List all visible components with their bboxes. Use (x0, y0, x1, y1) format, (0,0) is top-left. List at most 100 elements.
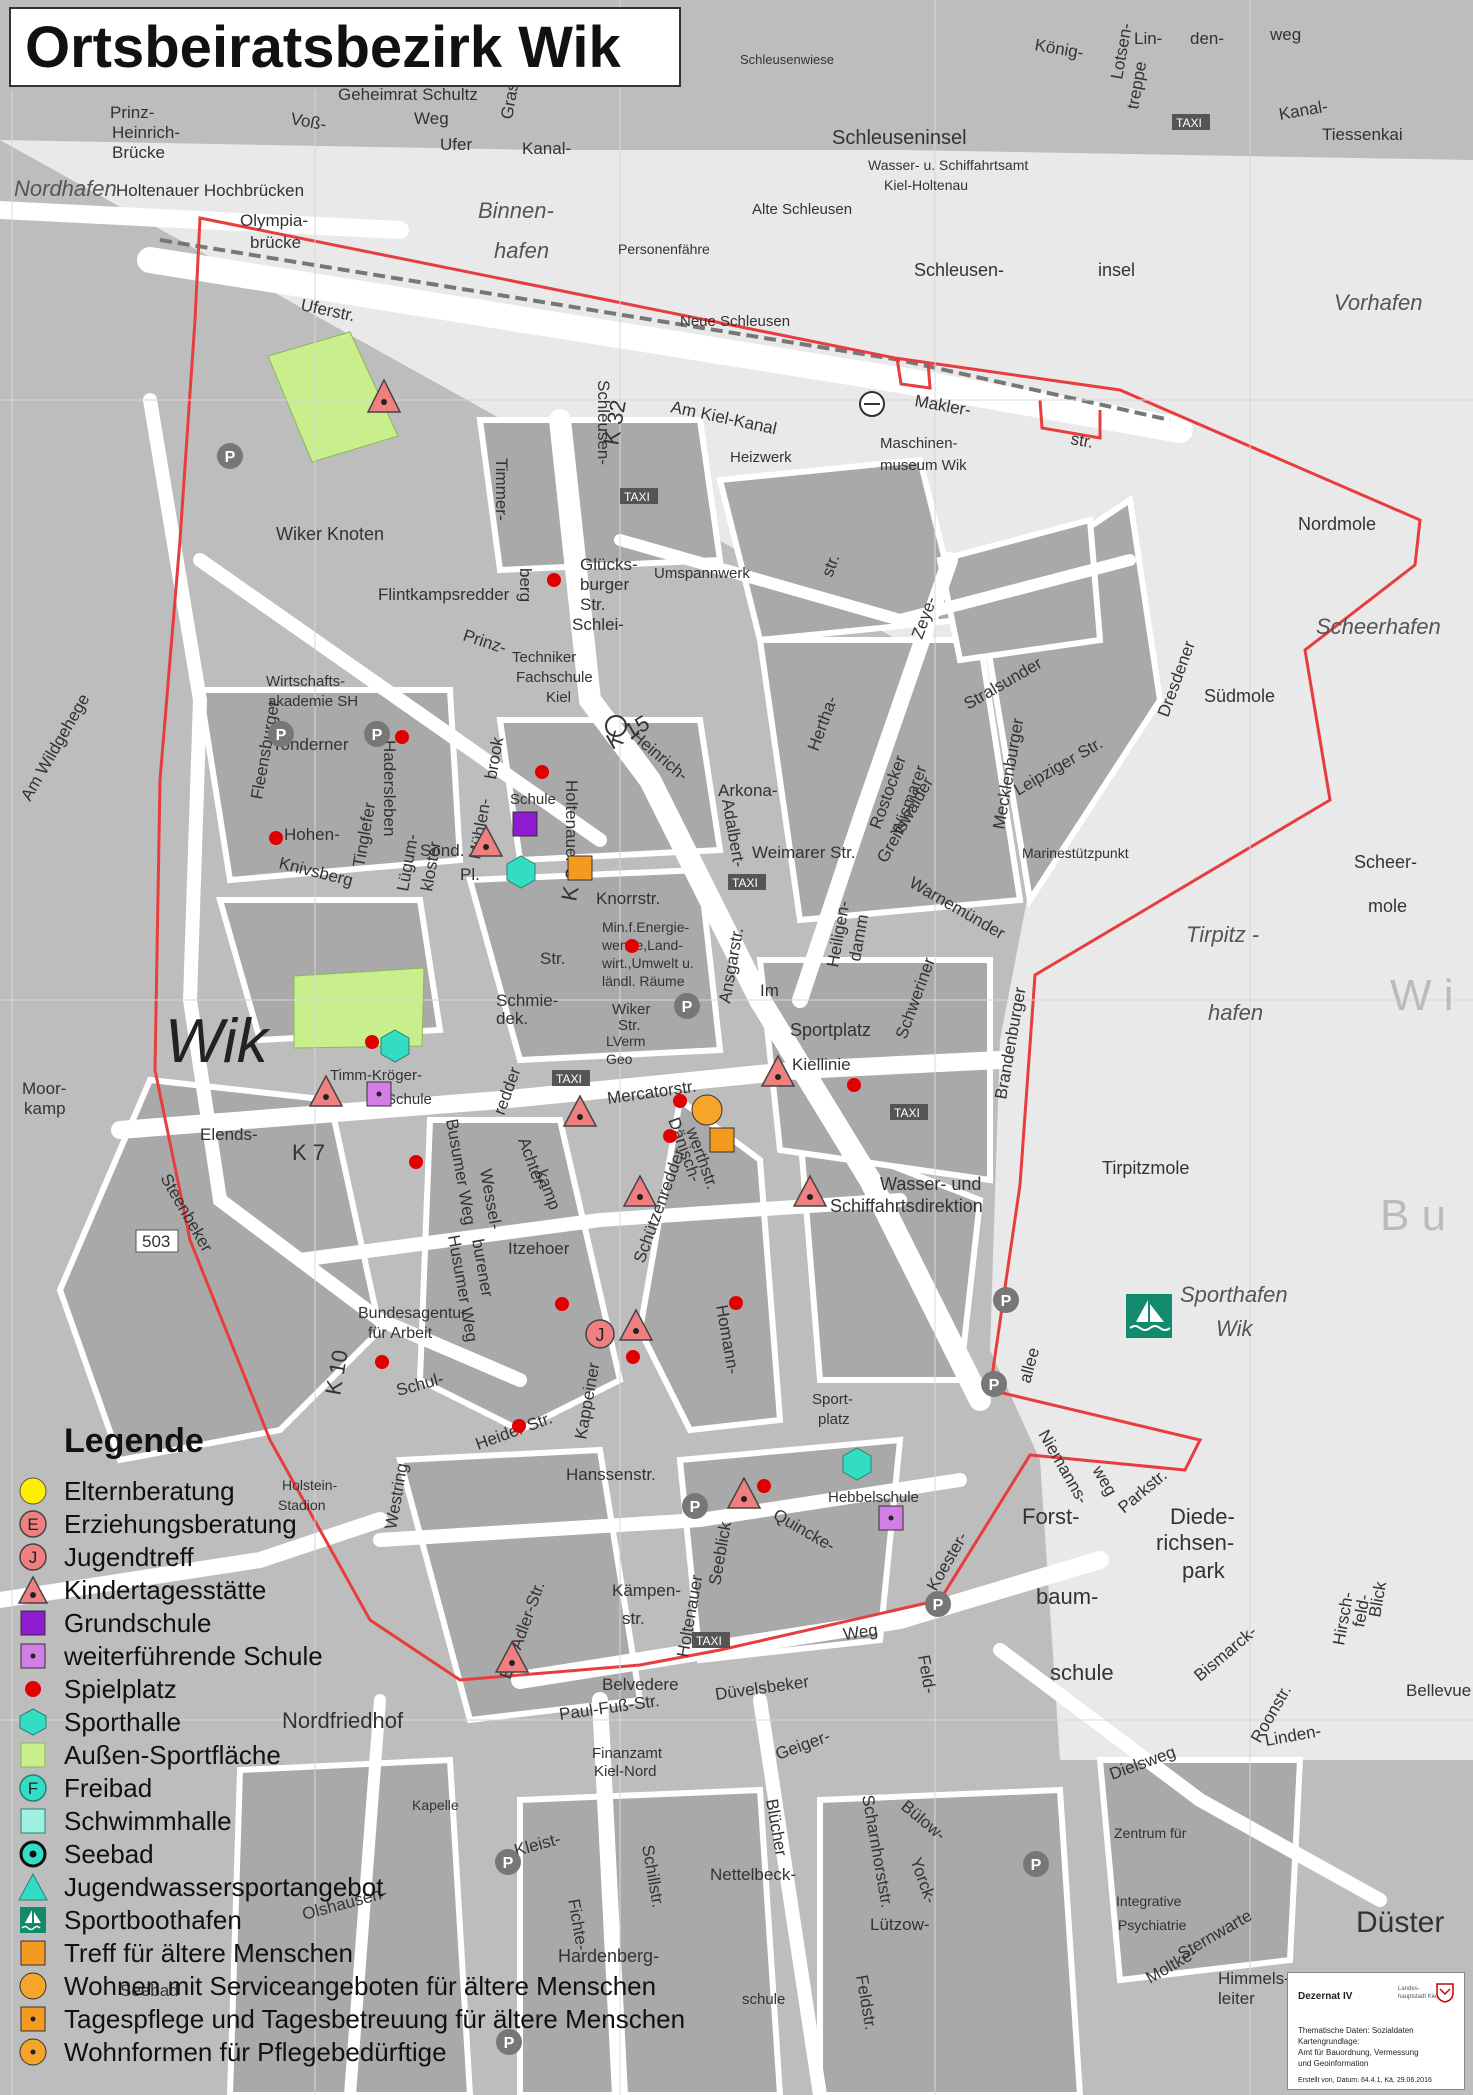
street-label: Sond. (420, 841, 464, 860)
street-label: Flintkampsredder (378, 585, 510, 604)
place-label: Zentrum für (1114, 1825, 1187, 1841)
street-label: Schleusenwiese (740, 52, 834, 67)
legend-item-elternberatung: Elternberatung (14, 1476, 774, 1506)
district-boundary-notch (895, 357, 1102, 440)
place-label: Heizwerk (730, 449, 792, 466)
kita-marker (366, 378, 402, 413)
street-label: weg (1269, 25, 1301, 44)
street-label: Weg (414, 109, 449, 128)
street-label: Arkona- (718, 781, 778, 800)
kita-marker (562, 1094, 598, 1127)
secondary-school-marker (878, 1505, 904, 1531)
street-label: brücke (250, 233, 301, 252)
legend-item-sporthalle: Sporthalle (14, 1707, 774, 1737)
legend-item-spielplatz: Spielplatz (14, 1674, 774, 1704)
legend-label: Grundschule (64, 1608, 212, 1638)
place-label: richsen- (1156, 1530, 1234, 1555)
playground-marker (375, 1355, 389, 1369)
place-label: akademie SH (268, 693, 358, 710)
place-label: Integrative (1116, 1893, 1182, 1909)
legend-item-sportboothafen: Sportboothafen (14, 1905, 774, 1935)
place-label: Schleuseninsel (832, 127, 967, 149)
place-label: Wasser- und (880, 1174, 981, 1194)
street-label: Nettelbeck- (710, 1865, 796, 1884)
place-label: Tirpitzmole (1102, 1158, 1189, 1178)
place-label: Nordmole (1298, 514, 1376, 534)
street-label: Heinrich- (112, 123, 180, 142)
place-label: Holstein- (282, 1477, 338, 1493)
kita-marker (494, 1640, 530, 1673)
kita-marker (726, 1476, 762, 1509)
legend-label: Tagespflege und Tagesbetreuung für älter… (64, 2004, 686, 2034)
place-label: Hebbelschule (828, 1489, 919, 1506)
parking-icon-glyph: P (1001, 1293, 1012, 1310)
parking-icon (682, 1493, 708, 1519)
water-label-nordhafen: Nordhafen (14, 176, 117, 201)
water-label-scheerhafen: Scheerhafen (1316, 614, 1441, 639)
taxi-badge (890, 1104, 928, 1120)
kita-marker (760, 1054, 796, 1087)
street-label: Schlei- (572, 615, 624, 634)
boat-icon (20, 1907, 46, 1933)
street-label: K 7 (292, 1140, 325, 1165)
legend-label: Seebad (64, 1839, 154, 1869)
street-label: burger (580, 575, 629, 594)
place-label: museum Wik (880, 457, 967, 474)
square-green-icon (20, 1742, 46, 1768)
parking-icon-glyph: P (690, 1499, 701, 1516)
credit-line: und Geoinformation (1298, 2059, 1369, 2068)
legend-label: Wohnformen für Pflegebedürftige (64, 2037, 447, 2067)
taxi-badge-label: TAXI (624, 490, 650, 504)
street-label: Ufer (440, 135, 472, 154)
legend-label: Sporthalle (64, 1707, 182, 1737)
legend-item-jugendwassersport: Jugendwassersportangebot (14, 1872, 774, 1902)
credit-box: Dezernat IV Landes- hauptstadt Kiel Them… (1287, 1972, 1465, 2090)
place-label: Stadion (278, 1497, 325, 1513)
place-label: Neue Schleusen (680, 313, 790, 330)
triangle-cyan-icon (18, 1872, 48, 1901)
place-label: Techniker (512, 649, 576, 666)
street-label: Wiker (612, 1001, 650, 1018)
place-label: park (1182, 1558, 1226, 1583)
primary-school-marker (512, 811, 538, 837)
street-label: Lützow- (870, 1915, 930, 1934)
playground-marker (409, 1155, 423, 1169)
legend-item-jugendtreff: J Jugendtreff (14, 1542, 774, 1572)
credit-title: Dezernat IV (1298, 1991, 1353, 2002)
place-label: Schule (386, 1091, 432, 1108)
taxi-badge-label: TAXI (732, 876, 758, 890)
taxi-badge-label: TAXI (696, 1634, 722, 1648)
outdoor-sports-fields (267, 331, 425, 1049)
legend-label: Erziehungsberatung (64, 1509, 297, 1539)
parking-icon (674, 993, 700, 1019)
svg-text:F: F (28, 1779, 38, 1798)
place-label: insel (1098, 260, 1135, 280)
street-label: Himmels- (1218, 1969, 1290, 1988)
street-label: Belvedere (602, 1675, 679, 1694)
street-label: wende,Land- (601, 937, 683, 953)
playground-marker (757, 1479, 771, 1493)
legend-label: Freibad (64, 1773, 153, 1803)
place-label: Kapelle (412, 1797, 459, 1813)
street-label: Knorrstr. (596, 889, 660, 908)
street-label: Elends- (200, 1125, 258, 1144)
parking-icon (217, 443, 243, 469)
playground-marker (626, 1350, 640, 1364)
svg-text:J: J (29, 1548, 38, 1567)
boat-icon (1126, 1294, 1172, 1338)
svg-text:E: E (27, 1515, 38, 1534)
dot-red-icon (25, 1681, 41, 1697)
legend-label: Kindertagesstätte (64, 1575, 267, 1605)
playground-marker (729, 1296, 743, 1310)
street-label: Weg (842, 1620, 879, 1644)
street-label: Bellevue (1406, 1681, 1471, 1700)
street-label: dek. (496, 1009, 528, 1028)
playground-marker (535, 765, 549, 779)
playground-marker (555, 1297, 569, 1311)
youth-centre-marker: J (585, 1319, 615, 1349)
place-label: Sport- (812, 1391, 853, 1408)
place-label: Wirtschafts- (266, 673, 345, 690)
playground-marker (269, 831, 283, 845)
place-label: Umspannwerk (654, 565, 750, 582)
